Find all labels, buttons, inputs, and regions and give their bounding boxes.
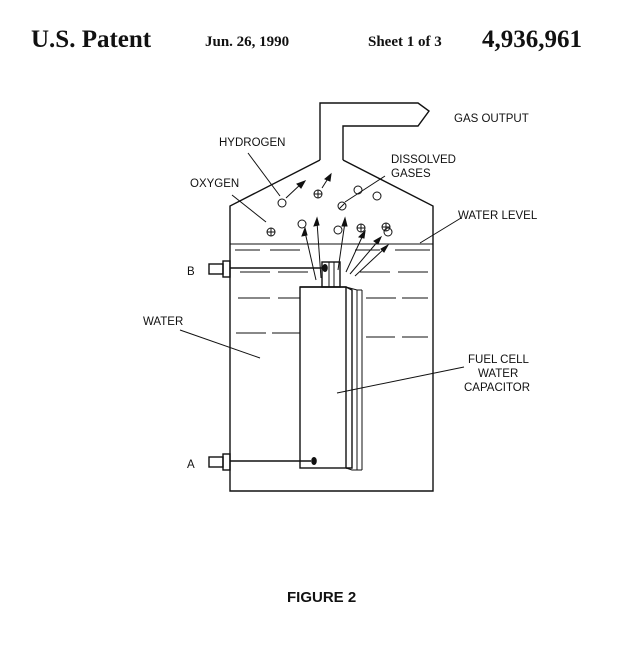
label-capacitor: CAPACITOR <box>464 382 530 394</box>
label-fuel-cell: FUEL CELL <box>468 354 530 366</box>
water-dashes <box>235 249 430 338</box>
label-terminal-a: A <box>187 459 195 471</box>
label-water: WATER <box>143 316 183 328</box>
leader-lines <box>179 152 465 394</box>
label-dissolved: DISSOLVED <box>391 154 456 166</box>
terminal-a <box>208 453 317 471</box>
electrode-tab <box>321 261 341 288</box>
label-gas-output: GAS OUTPUT <box>454 113 529 125</box>
patent-number: 4,936,961 <box>482 26 582 53</box>
label-water-level: WATER LEVEL <box>458 210 538 222</box>
label-oxygen: OXYGEN <box>190 178 239 190</box>
gas-output-pipe <box>319 102 430 160</box>
label-fuel-cell-water: WATER <box>478 368 518 380</box>
label-gases: GASES <box>391 168 431 180</box>
bubble-arrows <box>301 216 390 281</box>
capacitor-plate-side <box>300 286 353 469</box>
sheet-number: Sheet 1 of 3 <box>368 34 442 50</box>
capacitor-top-edge <box>345 286 362 291</box>
gas-bubbles <box>266 172 393 237</box>
label-hydrogen: HYDROGEN <box>219 137 285 149</box>
patent-date: Jun. 26, 1990 <box>205 34 290 50</box>
terminal-b <box>208 260 328 278</box>
figure-caption: FIGURE 2 <box>287 589 356 606</box>
capacitor-plate-front <box>299 286 347 469</box>
tank-outline <box>229 159 434 492</box>
patent-title: U.S. Patent <box>31 26 152 53</box>
capacitor-bottom-edge <box>345 467 362 471</box>
label-terminal-b: B <box>187 266 195 278</box>
